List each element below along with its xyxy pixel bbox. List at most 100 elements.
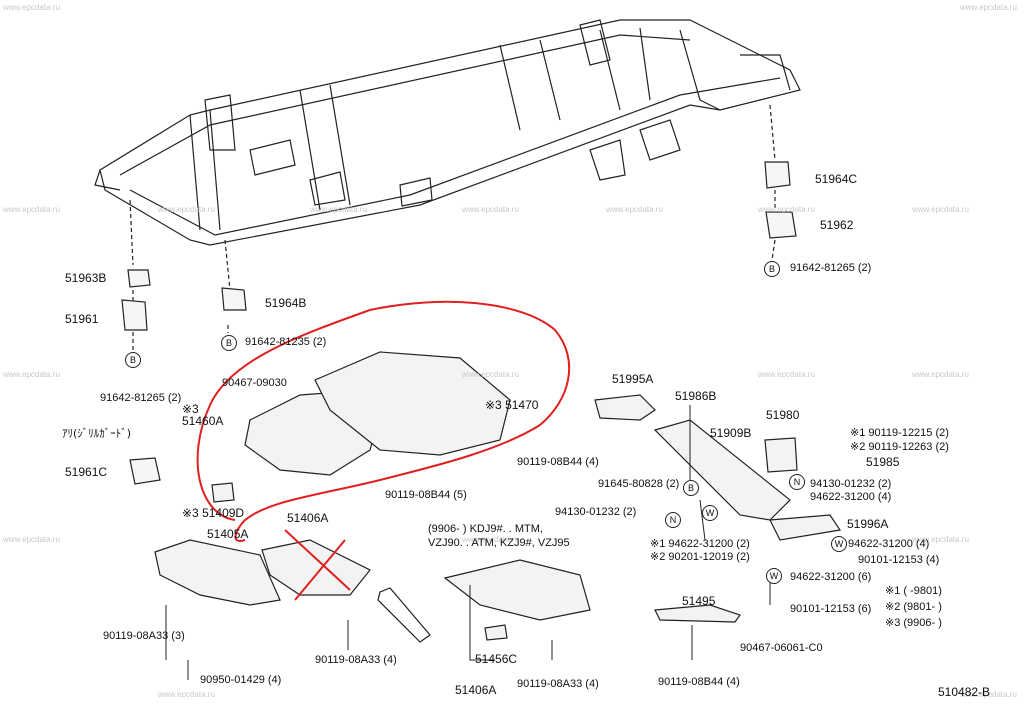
- watermark: www.epcdata.ru: [758, 370, 815, 379]
- callout-91642-81265-right: 91642-81265 (2): [790, 262, 872, 274]
- callout-51406A-top: 51406A: [287, 511, 329, 525]
- callout-51470: ※3 51470: [485, 398, 539, 412]
- clip-51456C: [484, 624, 508, 641]
- red-circle-annotation: [196, 300, 571, 542]
- plate-51406A-bot: [443, 559, 591, 621]
- callout-94622-31200-4b: 94622-31200 (4): [848, 538, 930, 550]
- bracket-parts: [121, 161, 797, 485]
- watermark: www.epcdata.ru: [3, 205, 60, 214]
- callout-94622-31200-4a: 94622-31200 (4): [810, 491, 892, 503]
- frame-outline: [99, 19, 801, 246]
- bracket-51995A: [594, 394, 656, 421]
- callout-90119-08B44-4b: 90119-08B44 (4): [658, 676, 740, 688]
- callout-91645-80828: 91645-80828 (2): [598, 478, 680, 490]
- callout-90119-12263: ※2 90119-12263 (2): [850, 441, 949, 453]
- applicability-note-1: (9906- ) KDJ9#. . MTM,: [428, 523, 543, 535]
- watermark: www.epcdata.ru: [158, 205, 215, 214]
- callout-90101-12153-6: 90101-12153 (6): [790, 603, 872, 615]
- bracket-51961: [121, 299, 148, 331]
- plate-51405A: [154, 539, 281, 606]
- watermark: www.epcdata.ru: [3, 3, 60, 12]
- callout-94130-01232-right: 94130-01232 (2): [810, 478, 892, 490]
- bracket-51963B: [127, 269, 151, 288]
- plate-51406A-top: [261, 539, 371, 596]
- watermark: www.epcdata.ru: [310, 205, 367, 214]
- callout-51961: 51961: [65, 312, 99, 326]
- watermark: www.epcdata.ru: [912, 205, 969, 214]
- watermark: www.epcdata.ru: [158, 690, 215, 699]
- plate-51495: [654, 604, 741, 623]
- bracket-51964C: [764, 161, 791, 189]
- marker-w: W: [831, 536, 847, 552]
- legend-note-3: ※3 (9906- ): [885, 617, 942, 629]
- callout-51405A: 51405A: [207, 527, 249, 541]
- callout-51460A: ※3 51460A: [182, 402, 224, 428]
- marker-w: W: [702, 505, 718, 521]
- callout-90119-08B44-5: 90119-08B44 (5): [385, 489, 467, 501]
- marker-b: B: [764, 261, 780, 277]
- watermark: www.epcdata.ru: [758, 205, 815, 214]
- arrow-indicator: [377, 587, 431, 643]
- plate-51470: [314, 351, 511, 456]
- bracket-51962: [765, 211, 797, 239]
- callout-51985: 51985: [866, 455, 900, 469]
- callout-51964C: 51964C: [815, 172, 858, 186]
- legend-note-2: ※2 (9801- ): [885, 601, 942, 613]
- callout-90119-08B44-4: 90119-08B44 (4): [517, 456, 599, 468]
- callout-90467-09030: 90467-09030: [222, 377, 287, 389]
- callout-90101-12153-4: 90101-12153 (4): [858, 554, 940, 566]
- red-annotation: [196, 300, 571, 601]
- watermark: www.epcdata.ru: [912, 535, 969, 544]
- diagram-code: 510482-B: [938, 685, 991, 699]
- callout-90467-06061: 90467-06061-C0: [740, 642, 823, 654]
- watermark: www.epcdata.ru: [912, 370, 969, 379]
- watermark: www.epcdata.ru: [462, 370, 519, 379]
- bracket-51980: [764, 437, 798, 473]
- bracket-51996A: [769, 514, 842, 541]
- watermark: www.epcdata.ru: [960, 690, 1017, 699]
- japanese-note: ｱﾘ(ｼﾞﾘﾙｶﾞｰﾄﾞ): [62, 427, 132, 440]
- applicability-note-2: VZJ90. . ATM, KZJ9#, VZJ95: [428, 537, 570, 549]
- watermark: www.epcdata.ru: [462, 535, 519, 544]
- marker-b: B: [221, 335, 237, 351]
- callout-51963B: 51963B: [65, 271, 107, 285]
- callout-51995A: 51995A: [612, 372, 654, 386]
- frame-drawing: [94, 19, 801, 350]
- marker-n: N: [789, 474, 805, 490]
- watermark: www.epcdata.ru: [3, 535, 60, 544]
- watermark: www.epcdata.ru: [960, 3, 1017, 12]
- marker-b: B: [683, 480, 699, 496]
- callout-51996A: 51996A: [847, 517, 889, 531]
- marker-b: B: [125, 352, 141, 368]
- watermark: www.epcdata.ru: [3, 370, 60, 379]
- leader-lines: [165, 405, 771, 680]
- callout-51406A-bot: 51406A: [455, 683, 497, 697]
- callout-51964B: 51964B: [265, 296, 307, 310]
- legend-note-1: ※1 ( -9801): [885, 585, 942, 597]
- callout-90950-01429: 90950-01429 (4): [200, 674, 282, 686]
- callout-90119-08A33-4a: 90119-08A33 (4): [315, 654, 397, 666]
- watermark: www.epcdata.ru: [462, 205, 519, 214]
- bracket-51961C: [129, 457, 161, 485]
- callout-90119-12215: ※1 90119-12215 (2): [850, 427, 949, 439]
- callout-91642-81235: 91642-81235 (2): [245, 336, 327, 348]
- callout-90119-08A33-3: 90119-08A33 (3): [103, 630, 185, 642]
- callout-90119-08A33-4b: 90119-08A33 (4): [517, 678, 599, 690]
- callout-51909B: 51909B: [710, 426, 752, 440]
- crossmember-51909B: [653, 419, 791, 521]
- callout-51980: 51980: [766, 408, 800, 422]
- callout-51961C: 51961C: [65, 465, 108, 479]
- red-x-stroke-2: [294, 539, 346, 601]
- callout-51495: 51495: [682, 594, 716, 608]
- plate-51409D: [211, 482, 235, 503]
- skid-plates: [154, 351, 842, 641]
- callout-94622-31200-2: ※1 94622-31200 (2): [650, 538, 750, 550]
- callout-51456C: 51456C: [475, 652, 518, 666]
- marker-w: W: [766, 568, 782, 584]
- red-x-stroke-1: [284, 529, 351, 591]
- callout-90201-12019: ※2 90201-12019 (2): [650, 551, 750, 563]
- callout-51986B: 51986B: [675, 389, 717, 403]
- callout-51962: 51962: [820, 218, 854, 232]
- callout-51409D: ※3 51409D: [182, 506, 245, 520]
